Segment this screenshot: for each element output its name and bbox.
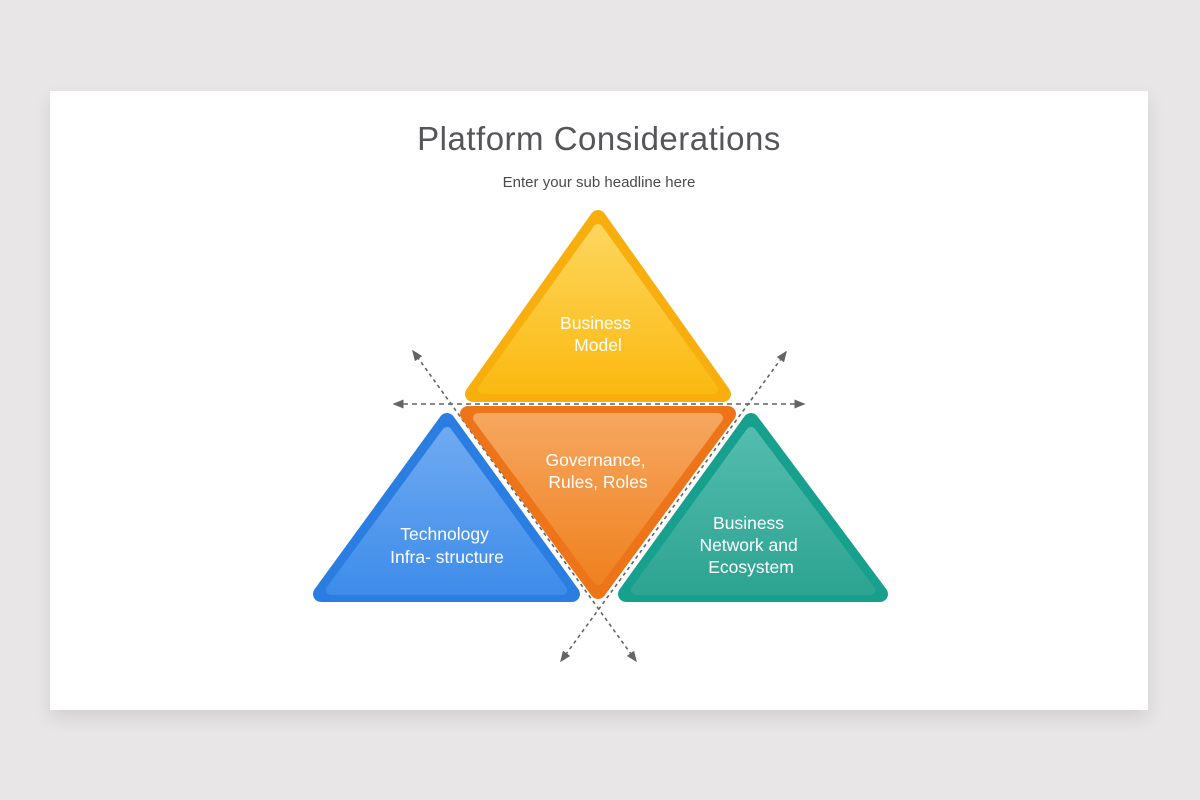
axis-arrows	[392, 349, 806, 663]
triangle-governance-rules-roles[interactable]: Governance, Rules, Roles	[460, 406, 736, 599]
triangle-fill	[326, 427, 567, 595]
platform-triangle-diagram: Business Model Technology Infra- structu…	[313, 210, 888, 663]
triangle-label: Governance, Rules, Roles	[545, 450, 650, 492]
triangle-business-model[interactable]: Business Model	[465, 210, 731, 402]
triangle-fill	[631, 427, 875, 595]
diagonal-axis-arrow-right	[560, 350, 787, 663]
triangle-business-network-ecosystem[interactable]: Business Network and Ecosystem	[618, 413, 888, 602]
page-subtitle: Enter your sub headline here	[502, 174, 696, 191]
triangle-label: Business Model	[560, 313, 636, 355]
triangle-technology-infrastructure[interactable]: Technology Infra- structure	[313, 413, 580, 602]
triangle-label: Business Network and Ecosystem	[699, 513, 802, 577]
triangle-label: Technology Infra- structure	[390, 524, 504, 567]
triangle-fill	[478, 224, 718, 394]
triangle-fill	[473, 413, 723, 585]
page-title: Platform Considerations	[417, 120, 781, 157]
slide-card: Platform Considerations Enter your sub h…	[50, 91, 1148, 710]
